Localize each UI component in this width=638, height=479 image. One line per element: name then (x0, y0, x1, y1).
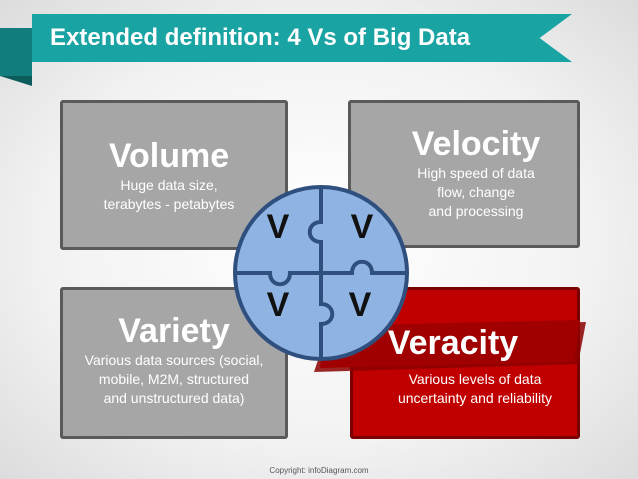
veracity-title: Veracity (387, 324, 519, 362)
volume-title: Volume (108, 137, 230, 175)
puzzle-letter-bottom-right: V (349, 286, 372, 324)
copyright-text: Copyright: infoDiagram.com (269, 466, 369, 475)
puzzle-letter-top-right: V (351, 208, 374, 246)
title-banner: Extended definition: 4 Vs of Big Data (0, 14, 580, 86)
variety-title: Variety (118, 312, 230, 350)
page-title: Extended definition: 4 Vs of Big Data (32, 14, 572, 62)
banner-fold (0, 28, 32, 76)
veracity-desc: Various levels of data uncertainty and r… (397, 371, 553, 406)
velocity-title: Velocity (411, 125, 541, 163)
variety-desc: Various data sources (social, mobile, M2… (84, 352, 264, 406)
velocity-desc: High speed of data flow, change and proc… (417, 165, 535, 219)
puzzle-letter-top-left: V (267, 208, 290, 246)
puzzle-circle: V V V V (233, 185, 409, 361)
volume-desc: Huge data size, terabytes - petabytes (103, 177, 235, 212)
volume-card: Volume Huge data size, terabytes - petab… (60, 100, 288, 250)
banner-fold-shadow (0, 76, 32, 86)
puzzle-letter-bottom-left: V (267, 286, 290, 324)
